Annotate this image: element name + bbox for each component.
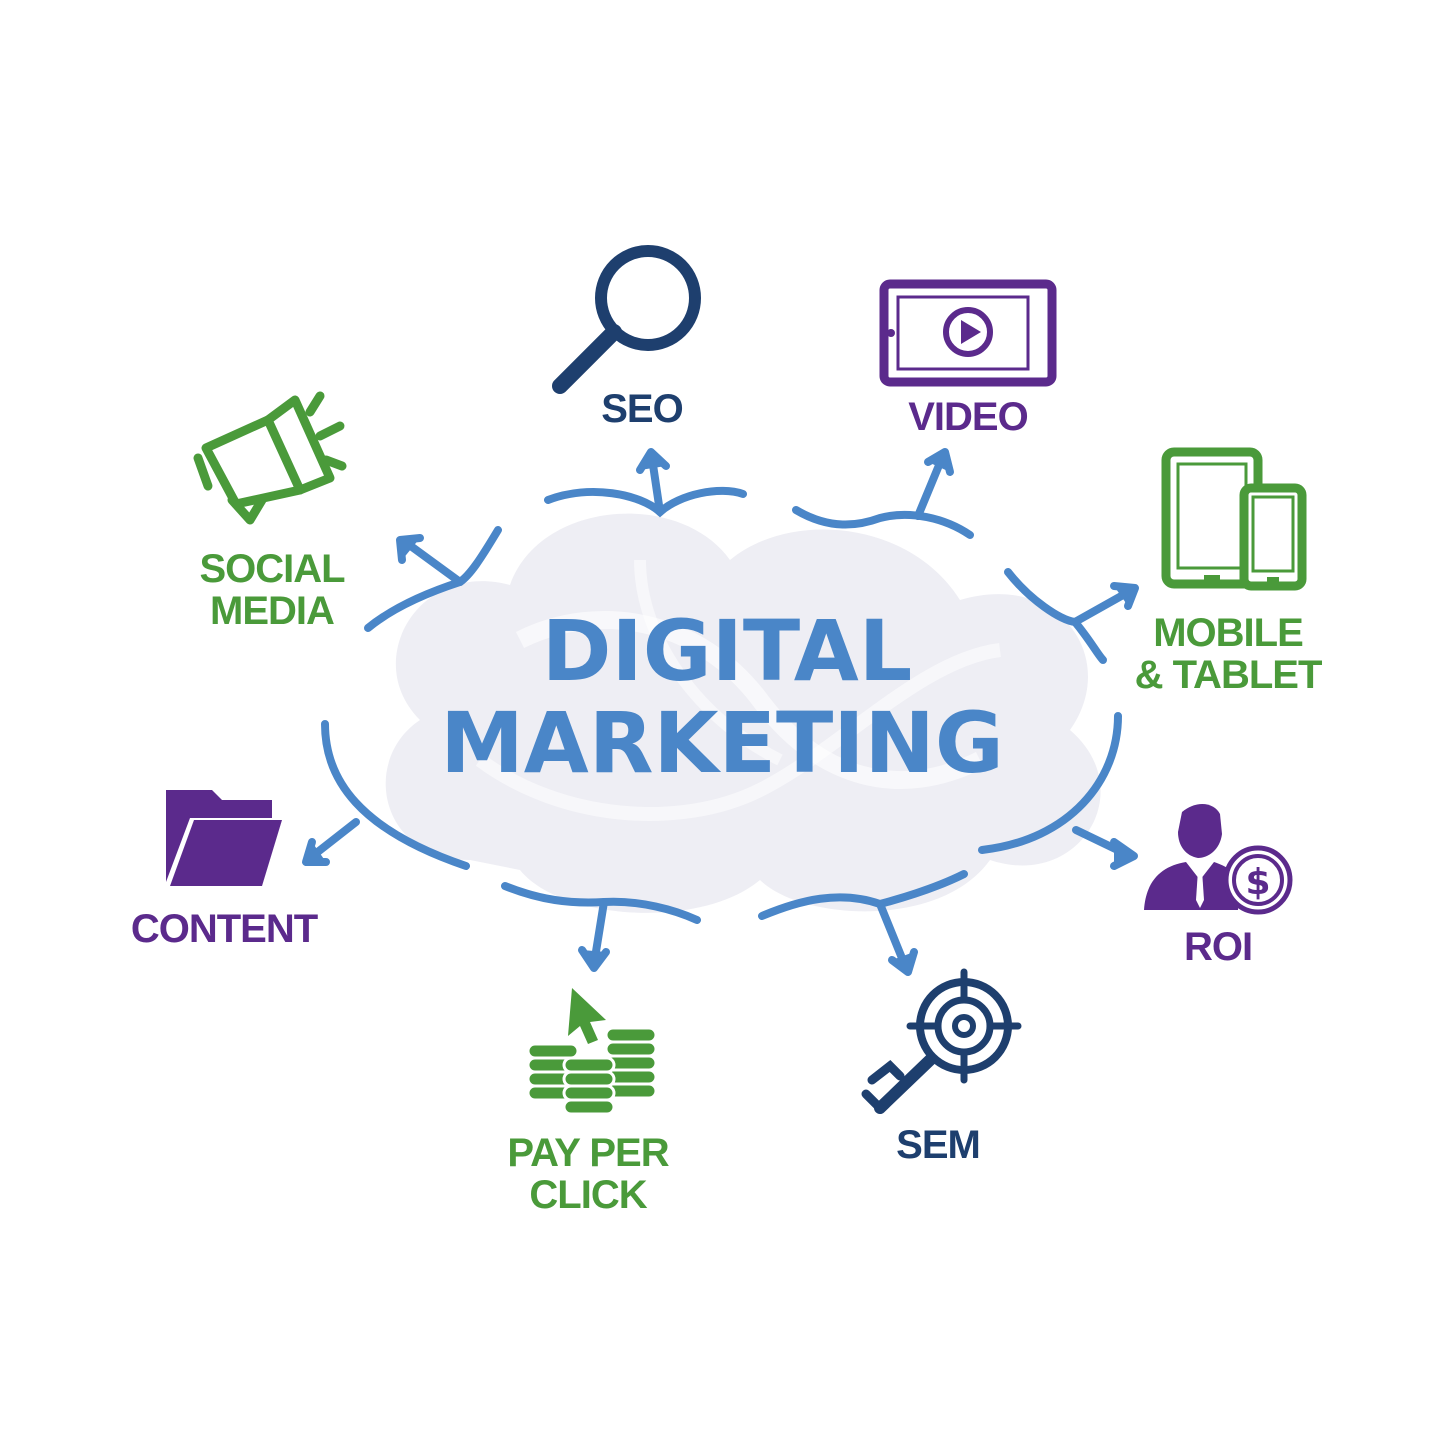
arrow-content <box>302 818 360 866</box>
person-dollar-icon: $ <box>1144 803 1293 915</box>
megaphone-icon <box>193 391 347 525</box>
cloud-background <box>385 513 1101 913</box>
video-label: VIDEO <box>908 395 1027 439</box>
social-media-label-line2: MEDIA <box>210 589 334 633</box>
arrow-social <box>396 534 464 586</box>
node-mobile-tablet: MOBILE & TABLET <box>1135 447 1323 697</box>
coins-cursor-icon <box>526 988 658 1116</box>
key-target-icon <box>861 968 1022 1114</box>
folder-icon <box>166 790 282 886</box>
arrow-roi <box>1072 826 1138 870</box>
arrow-video <box>914 448 954 520</box>
node-sem: SEM <box>861 968 1022 1167</box>
sem-label: SEM <box>896 1123 980 1167</box>
arrow-ppc <box>578 898 610 972</box>
arrows <box>302 448 1139 976</box>
svg-text:$: $ <box>1245 862 1270 903</box>
seo-label: SEO <box>601 387 682 431</box>
node-social-media: SOCIAL MEDIA <box>193 391 347 633</box>
social-media-label-line1: SOCIAL <box>199 547 345 591</box>
mobile-tablet-label-line2: & TABLET <box>1135 653 1322 697</box>
magnifier-icon <box>552 245 701 394</box>
center-title-line1: DIGITAL <box>542 602 913 700</box>
pay-per-click-label-line2: CLICK <box>529 1173 647 1217</box>
node-video: VIDEO <box>879 279 1057 439</box>
node-content: CONTENT <box>131 790 319 951</box>
node-seo: SEO <box>552 245 701 431</box>
arrow-mobile <box>1071 582 1139 626</box>
content-label: CONTENT <box>131 907 318 951</box>
node-roi: $ ROI <box>1144 803 1293 969</box>
arrow-sem <box>876 900 918 976</box>
mobile-tablet-label-line1: MOBILE <box>1153 611 1303 655</box>
center-title-line2: MARKETING <box>440 694 1004 792</box>
devices-icon <box>1161 447 1307 591</box>
arrow-seo <box>636 448 670 516</box>
pay-per-click-label-line1: PAY PER <box>507 1131 669 1175</box>
roi-label: ROI <box>1184 925 1252 969</box>
tablet-play-icon <box>879 279 1057 387</box>
node-pay-per-click: PAY PER CLICK <box>507 988 671 1217</box>
